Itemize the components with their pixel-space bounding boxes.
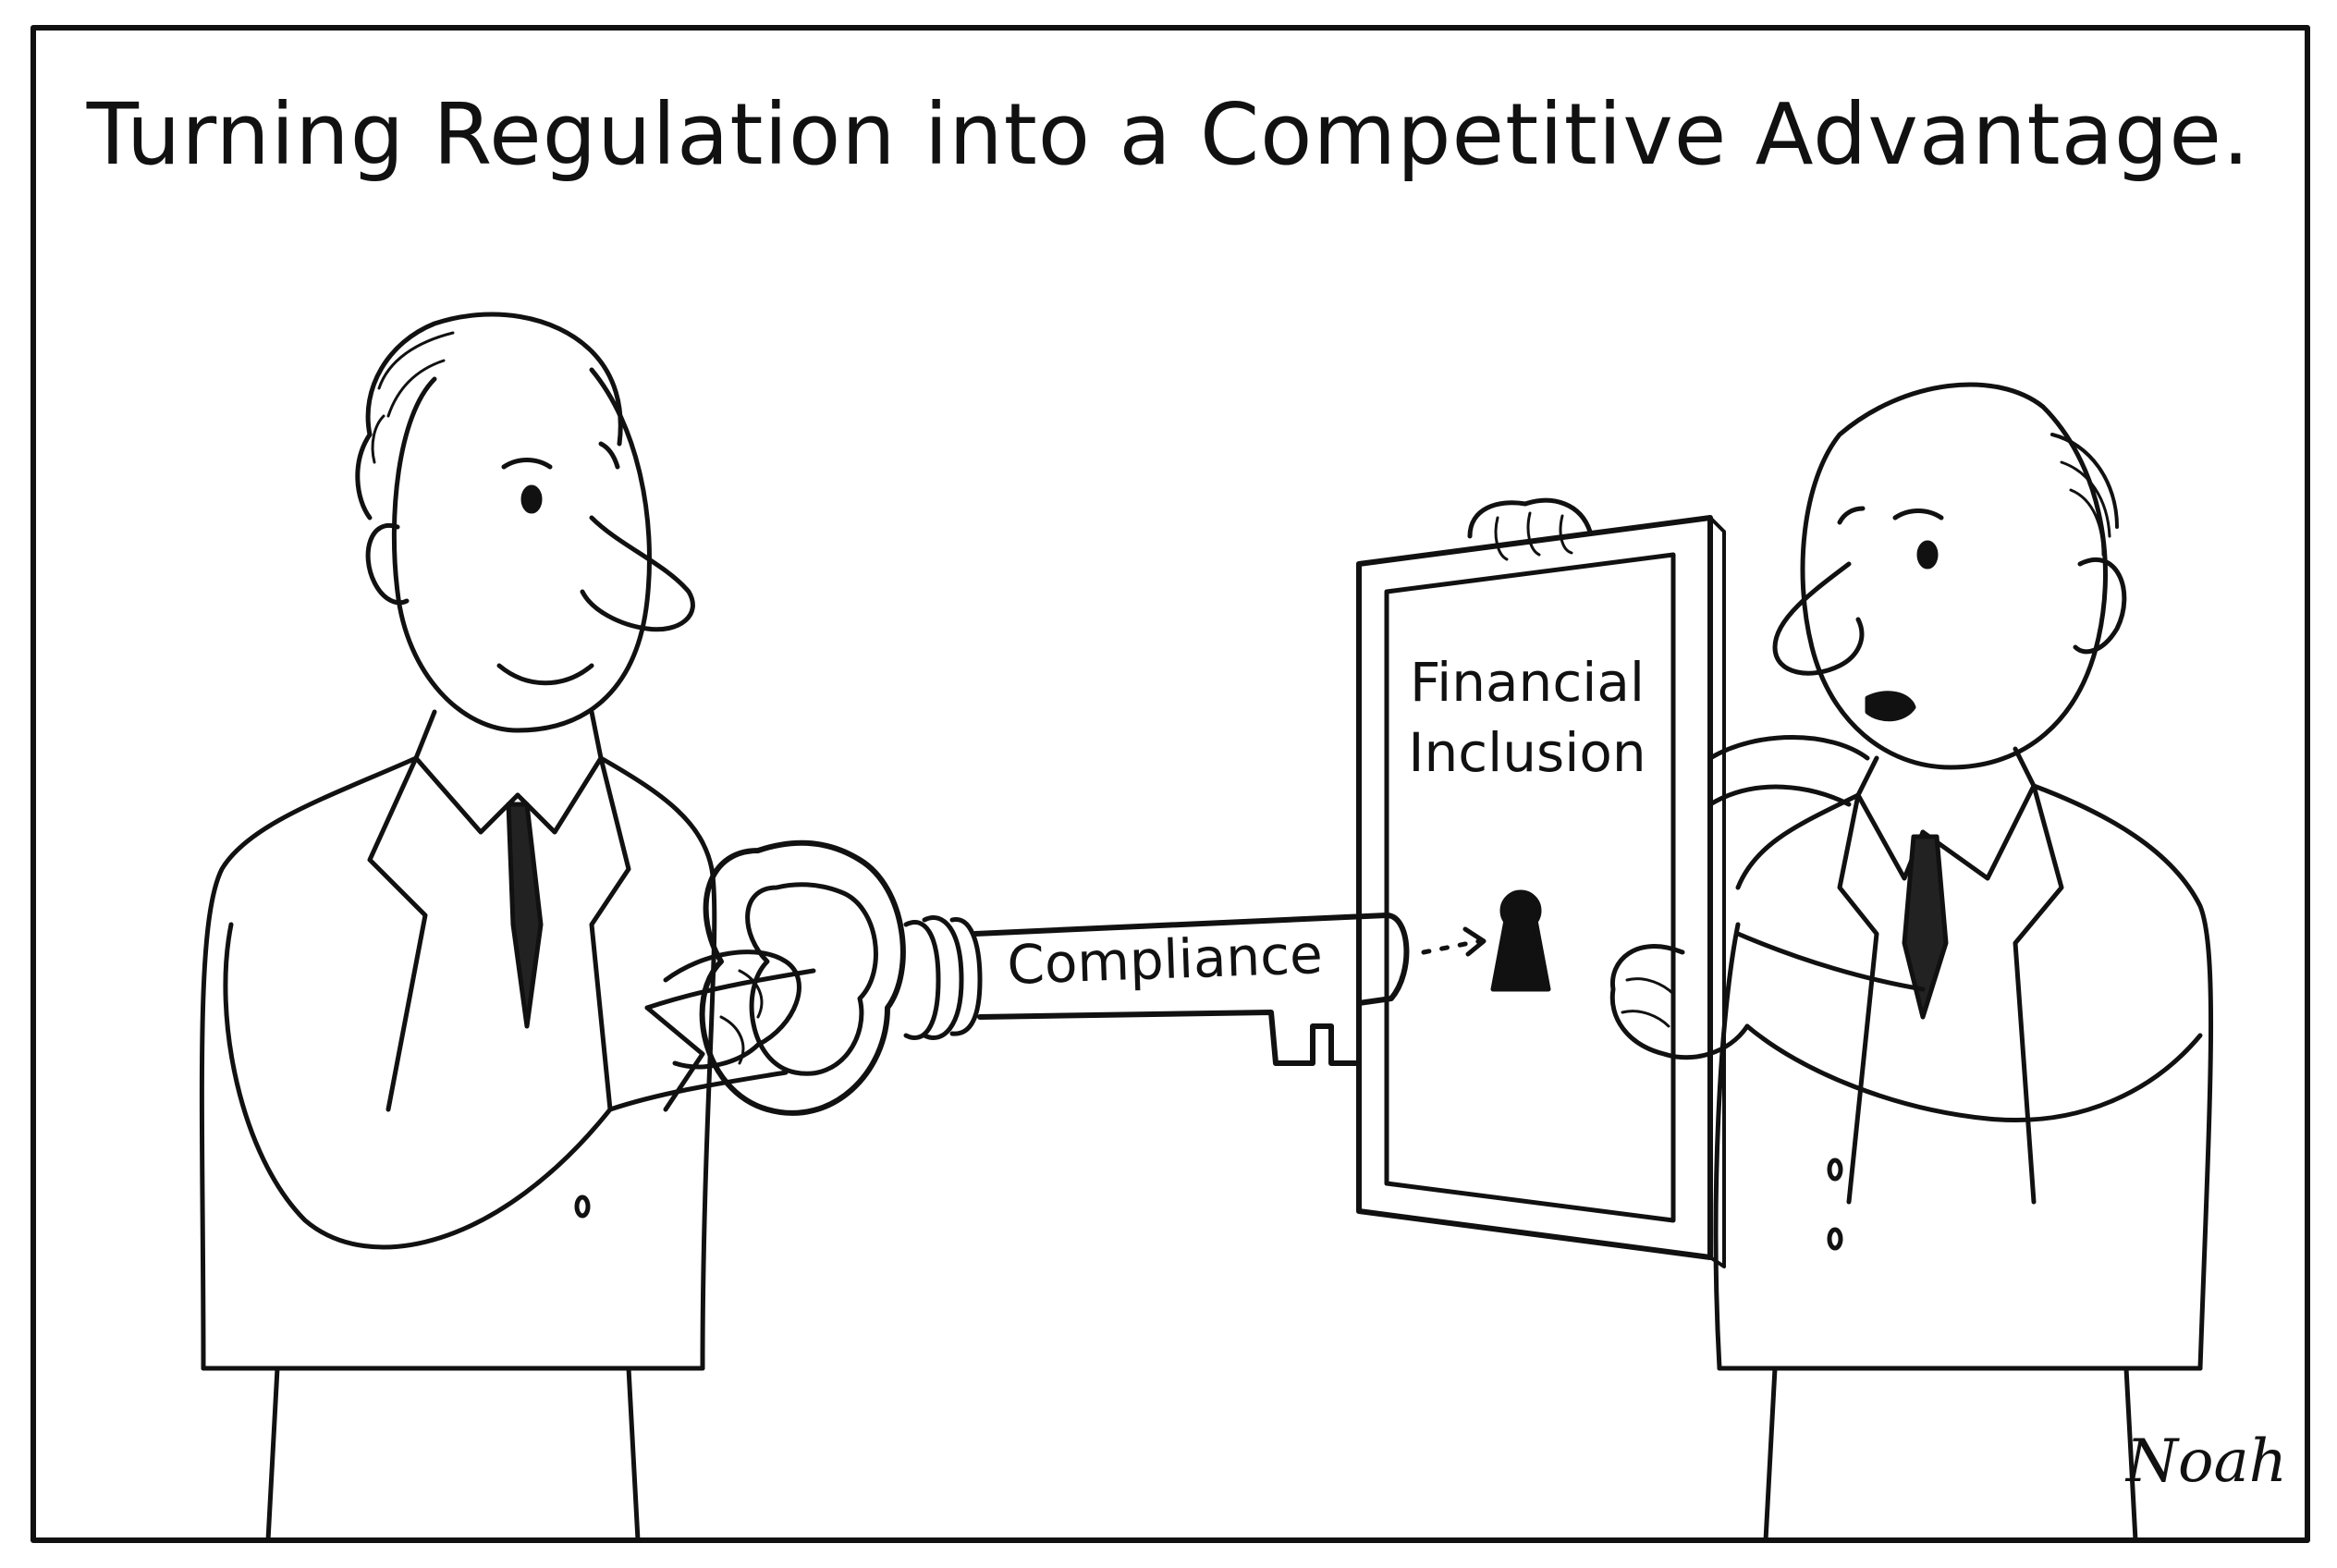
left-man-eye xyxy=(520,484,543,514)
door-label: Financial Inclusion xyxy=(1398,647,1657,788)
keyhole-slot xyxy=(1490,913,1551,992)
left-man-button xyxy=(574,1194,591,1219)
door-label-line1: Financial xyxy=(1410,651,1645,714)
door-label-line2: Inclusion xyxy=(1408,721,1646,784)
right-man xyxy=(1609,382,2214,1543)
artist-signature: Noah xyxy=(2126,1427,2287,1496)
right-man-button-1 xyxy=(1827,1158,1843,1182)
right-man-mouth xyxy=(1865,691,1916,722)
cartoon-caption: Turning Regulation into a Competitive Ad… xyxy=(86,85,2251,184)
right-man-button-2 xyxy=(1827,1227,1843,1251)
key xyxy=(699,839,1487,1116)
right-man-eye xyxy=(1916,540,1939,570)
panel-border xyxy=(31,25,2310,1543)
left-man xyxy=(199,312,816,1543)
door xyxy=(1356,497,1726,1268)
key-label: Compliance xyxy=(1006,923,1324,997)
